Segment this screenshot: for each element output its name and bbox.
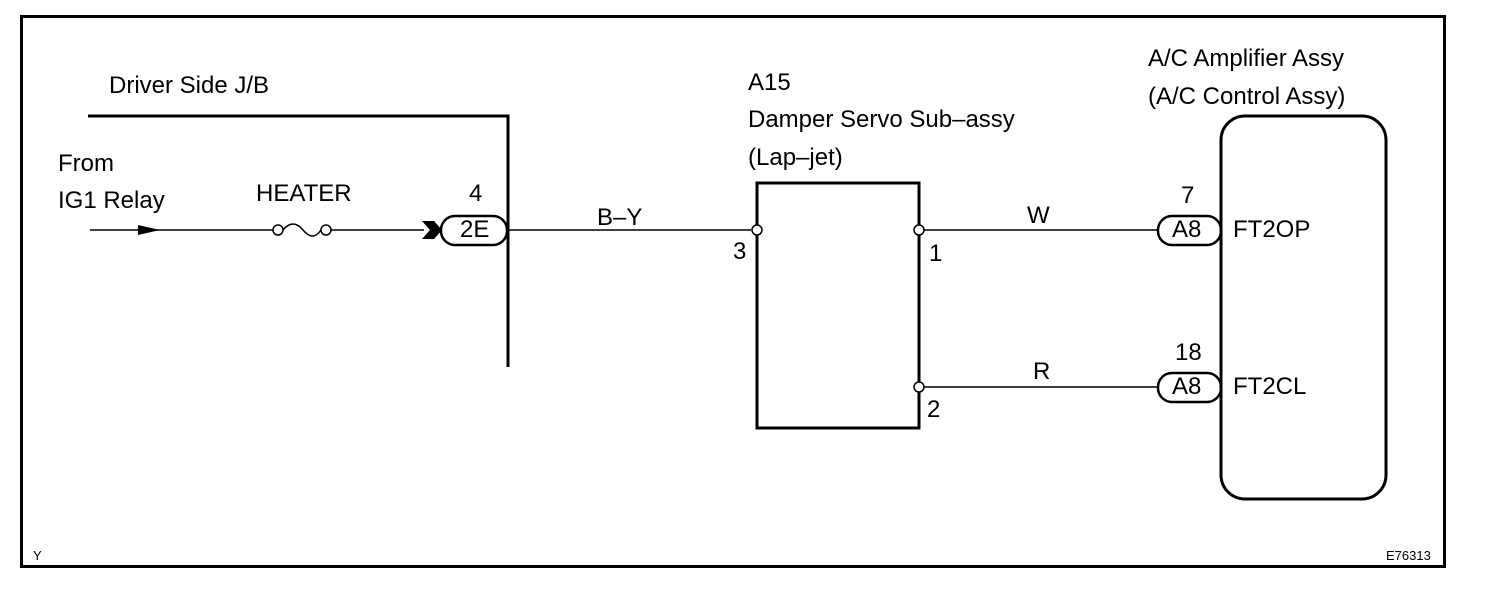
connector-a8-top-pin: 7 [1181, 182, 1195, 209]
servo-pin-2-label: 2 [927, 396, 941, 423]
amplifier-name: A/C Amplifier Assy [1148, 45, 1345, 72]
connector-2e-body [439, 214, 509, 247]
connector-2e-label: 2E [460, 216, 490, 243]
fuse-icon [272, 223, 332, 237]
source-label-line2: IG1 Relay [58, 187, 165, 214]
connector-chevron-icon [422, 221, 442, 239]
servo-box [755, 181, 921, 430]
servo-pin-2-terminal [913, 381, 925, 393]
footer-left-code: Y [33, 548, 42, 563]
source-label-line1: From [58, 150, 114, 177]
servo-pin-1-label: 1 [929, 240, 943, 267]
diagram-frame [20, 15, 1446, 568]
servo-variant: (Lap–jet) [748, 144, 843, 171]
wire-by-label: B–Y [597, 204, 643, 231]
connector-a8-bottom-label: A8 [1172, 373, 1202, 400]
amplifier-alias: (A/C Control Assy) [1148, 83, 1346, 110]
amplifier-box [1219, 114, 1388, 501]
connector-2e-pin: 4 [469, 180, 483, 207]
terminal-ft2op-label: FT2OP [1233, 216, 1311, 243]
source-arrow-icon [138, 225, 160, 235]
connector-a8-top-label: A8 [1172, 216, 1202, 243]
servo-pin-3-terminal [751, 224, 763, 236]
terminal-ft2cl-label: FT2CL [1233, 373, 1307, 400]
servo-id: A15 [748, 69, 791, 96]
fuse-label: HEATER [256, 180, 352, 207]
junction-block-boundary [88, 114, 510, 367]
junction-block-label: Driver Side J/B [109, 72, 270, 99]
connector-a8-bottom-pin: 18 [1175, 339, 1202, 366]
servo-pin-3-label: 3 [733, 238, 747, 265]
servo-pin-1-terminal [913, 224, 925, 236]
wire-r-label: R [1033, 358, 1051, 385]
servo-name: Damper Servo Sub–assy [748, 106, 1015, 133]
figure-id: E76313 [1386, 548, 1431, 563]
wire-w-label: W [1027, 202, 1050, 229]
